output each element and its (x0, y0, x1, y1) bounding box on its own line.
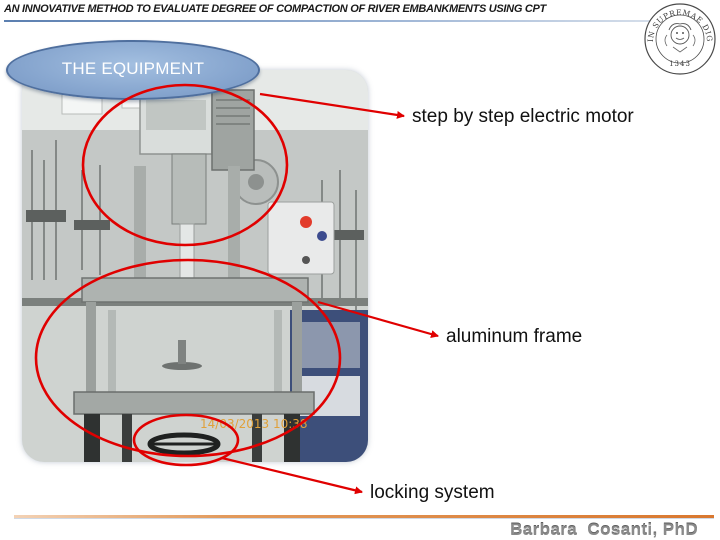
photo-timestamp: 14/03/2013 10:38 (200, 417, 308, 431)
header-divider (4, 20, 652, 22)
university-seal-icon: IN SUPREMAE DIGNITATIS 1343 (643, 2, 716, 75)
section-badge: THE EQUIPMENT (6, 40, 260, 100)
seal-year: 1343 (669, 60, 691, 68)
slide-header-title: AN INNOVATIVE METHOD TO EVALUATE DEGREE … (4, 3, 546, 15)
annotation-frame-label: aluminum frame (446, 326, 583, 347)
annotation-motor-label: step by step electric motor (412, 106, 634, 127)
annotation-locking-label: locking system (370, 482, 495, 503)
author-credit: Barbara Cosanti, PhD (510, 520, 698, 539)
footer-divider (14, 515, 714, 518)
equipment-photo: 14/03/2013 10:38 (22, 70, 368, 462)
locking-arrow (221, 456, 363, 495)
footer-divider-secondary (14, 518, 714, 519)
section-badge-label: THE EQUIPMENT (61, 59, 205, 78)
equipment-photo-drawing: 14/03/2013 10:38 (22, 70, 368, 462)
